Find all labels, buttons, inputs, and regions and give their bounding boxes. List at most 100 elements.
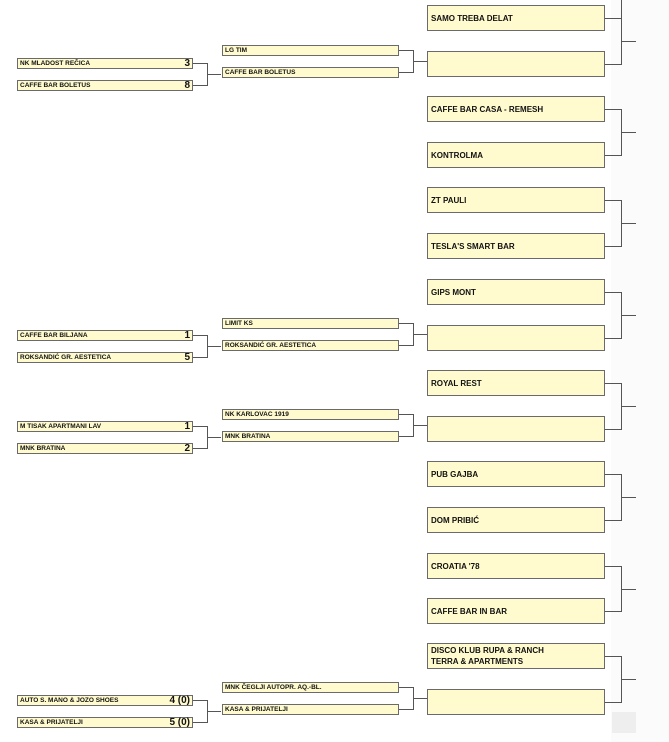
connector-line (605, 64, 621, 65)
connector-line (413, 61, 427, 62)
connector-line (605, 18, 621, 19)
connector-line (621, 406, 636, 407)
round2-team: LG TIM (222, 45, 399, 56)
connector-line (399, 414, 413, 415)
team-score: 2 (184, 443, 190, 454)
round1-team: MNK BRATINA 2 (17, 443, 193, 454)
connector-line (193, 63, 207, 64)
team-name-line: TERRA & APARTMENTS (431, 657, 524, 666)
connector-line (621, 589, 636, 590)
connector-line (605, 566, 621, 567)
round3-team: SAMO TREBA DELAT (427, 5, 605, 31)
round3-team: ZT PAULI (427, 187, 605, 213)
round3-team (427, 416, 605, 442)
team-name: MNK BRATINA (20, 445, 66, 452)
team-name: NK KARLOVAC 1919 (225, 411, 289, 418)
connector-line (605, 338, 621, 339)
connector-line (207, 437, 221, 438)
connector-line (605, 246, 621, 247)
team-name: CAFFE BAR BILJANA (20, 332, 88, 339)
team-name: CROATIA '78 (431, 562, 480, 571)
round3-team (427, 51, 605, 77)
round3-team (427, 325, 605, 351)
team-name: ROYAL REST (431, 379, 482, 388)
team-name: DOM PRIBIĆ (431, 516, 479, 525)
connector-line (399, 323, 413, 324)
team-score: 4 (0) (169, 695, 190, 706)
connector-line (605, 520, 621, 521)
team-name: CAFFE BAR IN BAR (431, 607, 507, 616)
connector-line (605, 109, 621, 110)
round3-team: DOM PRIBIĆ (427, 507, 605, 533)
team-name: CAFFE BAR BOLETUS (225, 69, 296, 76)
team-name: AUTO S. MANO & JOZO SHOES (20, 697, 119, 704)
connector-line (193, 426, 207, 427)
connector-line (605, 155, 621, 156)
connector-line (621, 0, 622, 19)
connector-line (605, 383, 621, 384)
round2-team: ROKSANDIĆ GR. AESTETICA (222, 340, 399, 351)
connector-line (207, 74, 221, 75)
round2-team: MNK ČEGLJI AUTOPR. AQ.-BL. (222, 682, 399, 693)
connector-line (193, 357, 207, 358)
round1-team: M TISAK APARTMANI LAV 1 (17, 421, 193, 432)
team-score: 8 (184, 80, 190, 91)
connector-line (621, 315, 636, 316)
round3-team: KONTROLMA (427, 142, 605, 168)
connector-line (399, 50, 413, 51)
round3-team: GIPS MONT (427, 279, 605, 305)
connector-line (605, 611, 621, 612)
connector-line (605, 292, 621, 293)
team-name: M TISAK APARTMANI LAV (20, 423, 102, 430)
connector-line (621, 132, 636, 133)
team-name: KONTROLMA (431, 151, 483, 160)
round2-team: MNK BRATINA (222, 431, 399, 442)
round3-team: CAFFE BAR IN BAR (427, 598, 605, 624)
connector-line (413, 334, 427, 335)
team-name: LIMIT KS (225, 320, 253, 327)
round2-team: CAFFE BAR BOLETUS (222, 67, 399, 78)
connector-line (193, 448, 207, 449)
connector-line (193, 335, 207, 336)
round1-team: NK MLADOST REČICA 3 (17, 58, 193, 69)
round3-team: TESLA'S SMART BAR (427, 233, 605, 259)
connector-line (399, 436, 413, 437)
team-score: 3 (184, 58, 190, 69)
team-name: CAFFE BAR CASA - REMESH (431, 105, 544, 114)
connector-line (413, 698, 427, 699)
connector-line (621, 223, 636, 224)
round1-team: AUTO S. MANO & JOZO SHOES 4 (0) (17, 695, 193, 706)
team-name: MNK BRATINA (225, 433, 271, 440)
team-score: 5 (184, 352, 190, 363)
team-name: ROKSANDIĆ GR. AESTETICA (225, 342, 317, 349)
team-name: CAFFE BAR BOLETUS (20, 82, 91, 89)
corner-shading (612, 712, 636, 733)
connector-line (207, 711, 221, 712)
team-name: ZT PAULI (431, 196, 467, 205)
round3-team: PUB GAJBA (427, 461, 605, 487)
connector-line (399, 72, 413, 73)
team-name: KASA & PRIJATELJI (225, 706, 288, 713)
connector-line (193, 700, 207, 701)
team-name: SAMO TREBA DELAT (431, 14, 513, 23)
connector-line (605, 702, 621, 703)
connector-line (621, 679, 636, 680)
round3-team (427, 689, 605, 715)
team-name: NK MLADOST REČICA (20, 60, 91, 67)
round2-team: NK KARLOVAC 1919 (222, 409, 399, 420)
round2-team: KASA & PRIJATELJI (222, 704, 399, 715)
connector-line (605, 200, 621, 201)
column-shading (611, 0, 669, 742)
team-name: LG TIM (225, 47, 248, 54)
team-score: 1 (184, 421, 190, 432)
team-name: KASA & PRIJATELJI (20, 719, 83, 726)
connector-line (605, 474, 621, 475)
connector-line (193, 722, 207, 723)
connector-line (399, 709, 413, 710)
round3-team: CROATIA '78 (427, 553, 605, 579)
connector-line (399, 345, 413, 346)
